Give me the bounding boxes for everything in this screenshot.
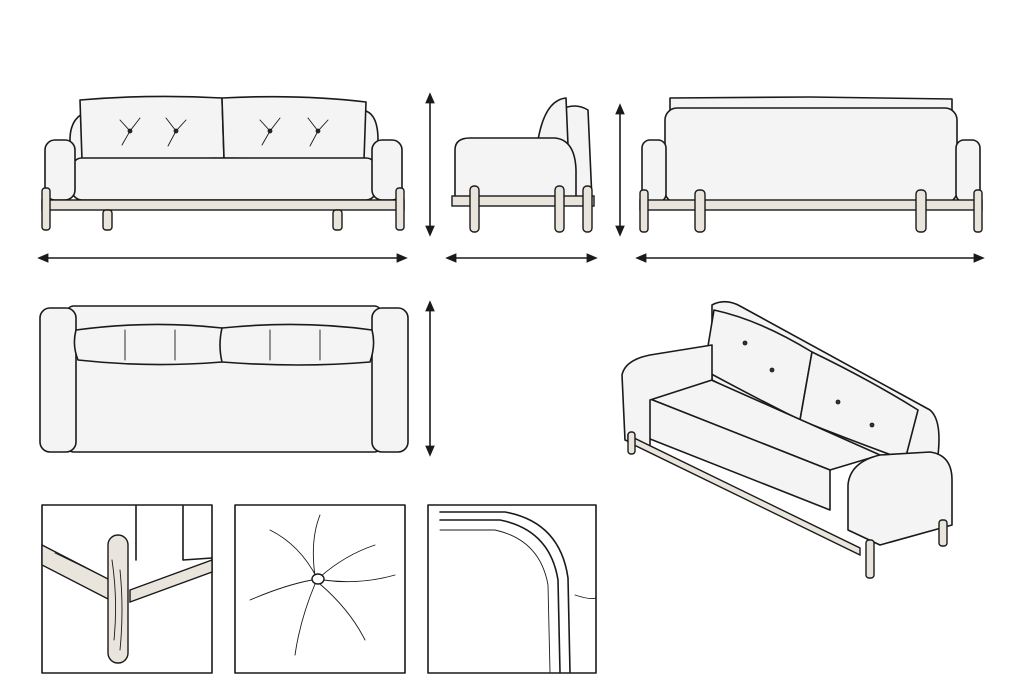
wood-grain: [54, 552, 123, 651]
detail-leg: [41, 504, 213, 674]
back-view: [635, 96, 985, 263]
leg: [41, 187, 51, 231]
leg: [938, 519, 948, 547]
button: [835, 399, 841, 405]
leg: [554, 185, 565, 233]
leg: [102, 209, 113, 231]
leg: [639, 189, 649, 233]
button: [742, 340, 748, 346]
arm-outline: [439, 511, 571, 673]
back-cushion-left-top: [73, 323, 225, 366]
button-closeup: [311, 573, 325, 585]
tuft-creases: [124, 329, 321, 361]
detail-frame: [234, 504, 406, 674]
leg: [582, 185, 593, 233]
base-frame: [41, 199, 405, 211]
arm-left-iso: [621, 344, 713, 451]
seam-stitching: [439, 529, 597, 673]
leg: [627, 431, 636, 455]
leg: [469, 185, 480, 233]
arm-left-top: [39, 307, 77, 453]
tuft-creases: [259, 117, 329, 147]
leg: [395, 187, 405, 231]
leg: [332, 209, 343, 231]
leg: [973, 189, 983, 233]
base-frame: [639, 199, 983, 211]
isometric-view: [621, 300, 953, 579]
front-view: [37, 92, 435, 263]
arm-side: [454, 137, 577, 201]
back-cushions-top: [669, 96, 953, 111]
back-cushion-right-top: [219, 323, 375, 366]
leg: [865, 539, 875, 579]
button: [769, 367, 775, 373]
back-panel: [664, 107, 958, 204]
back-cushion-right: [221, 95, 367, 161]
tuft-creases: [119, 117, 187, 147]
back-cushion-left: [79, 95, 225, 161]
detail-arm-seam: [427, 504, 597, 674]
base-frame-side: [451, 195, 595, 207]
arm-right-iso: [847, 451, 953, 546]
leg: [694, 189, 706, 233]
seat-cushion: [71, 157, 377, 201]
sofa-body-edge: [135, 505, 213, 561]
leg-closeup: [107, 534, 129, 664]
side-view: [445, 97, 625, 263]
top-view: [39, 300, 435, 457]
button: [869, 422, 875, 428]
back-cushion-side: [537, 97, 569, 146]
frame-rail: [129, 558, 213, 604]
detail-button: [234, 504, 406, 674]
arm-right-top: [371, 307, 409, 453]
leg: [915, 189, 927, 233]
arm-outline: [439, 519, 561, 673]
tuft-creases: [249, 514, 396, 656]
